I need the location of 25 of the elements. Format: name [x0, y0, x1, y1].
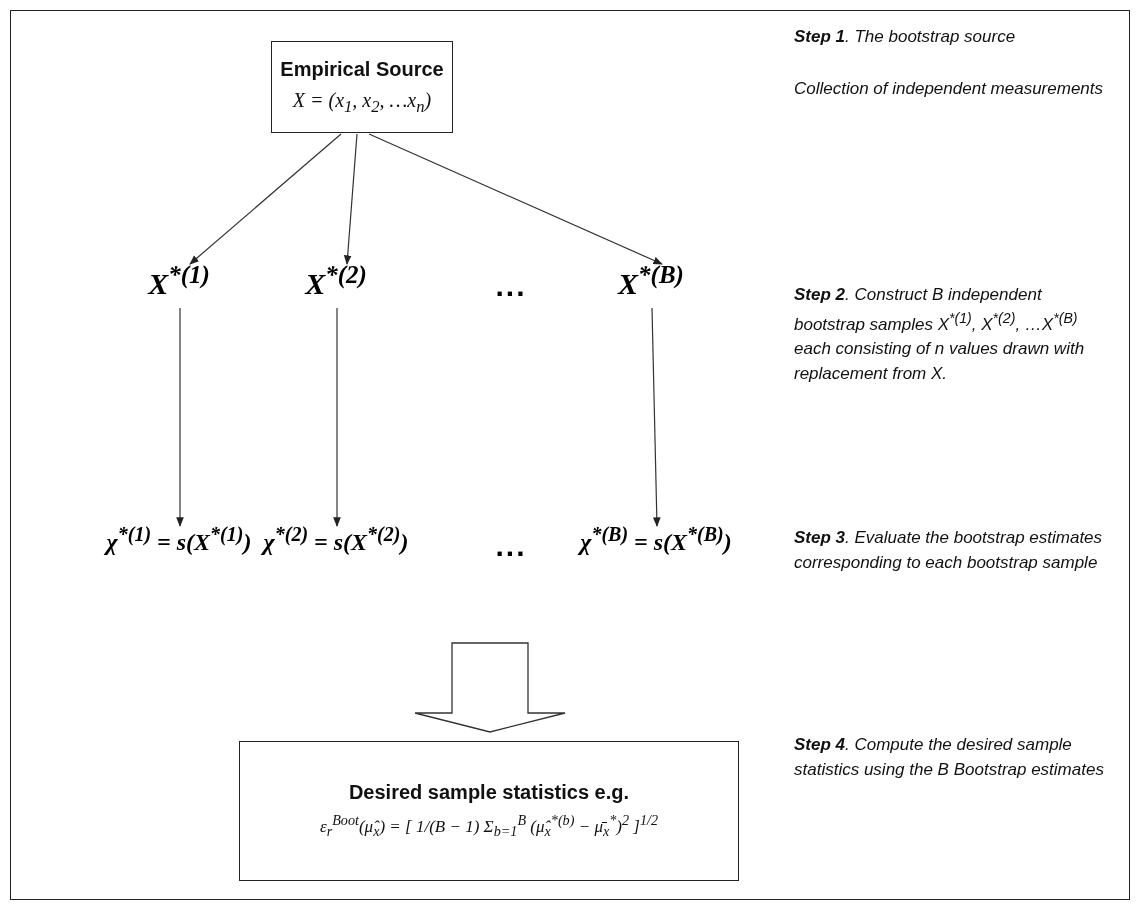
step-description: Step 2. Construct B independent bootstrap samples X$^{*(1)}$, X$^{*(2)}$, …X$^{*(B)}$ each consisting of n values drawn with replacement from X.	[794, 284, 1086, 385]
box-heading: Empirical Source	[280, 57, 444, 81]
arrow	[176, 307, 184, 527]
process-box	[239, 741, 739, 881]
formula: X = (x$_{1}$, x$_{2}$, …x$_{n}$)	[292, 88, 432, 117]
arrow	[333, 307, 341, 527]
step-description: Step 4. Compute the desired sample statistics using the B Bootstrap estimates	[794, 734, 1105, 781]
math-expression: X$^{*(2)}$	[305, 261, 367, 301]
arrow	[651, 307, 661, 527]
ellipsis: ...	[495, 529, 527, 563]
math-expression: χ$^{*(2)}$ = s(X$^{*(2)}$)	[263, 523, 409, 556]
math-expression: X$^{*(1)}$	[148, 261, 210, 301]
step-description: Collection of independent measurements	[794, 78, 1105, 100]
math-expression: X$^{*(B)}$	[618, 261, 684, 301]
step-description: Step 3. Evaluate the bootstrap estimates corresponding to each bootstrap sample	[794, 527, 1104, 574]
arrow	[343, 133, 358, 265]
ellipsis: ...	[495, 269, 527, 303]
box-heading: Desired sample statistics e.g.	[348, 781, 630, 805]
arrow	[189, 133, 342, 265]
arrow	[368, 133, 663, 265]
block-arrow	[414, 642, 566, 733]
math-expression: χ$^{*(1)}$ = s(X$^{*(1)}$)	[106, 523, 252, 556]
process-box	[271, 41, 453, 133]
formula: ε$_{r}$$^{Boot}$(μ̂$_{x}$) = [ 1/(B − 1) Σ$_{b=1}$$^{B}$ (μ̂$_{x}$$^{*(b)}$ − μ̄$_{x}$$^{*}$)$^{2}$ ]$^{1/2}$	[319, 812, 659, 841]
step-description: Step 1. The bootstrap source	[794, 26, 1017, 48]
